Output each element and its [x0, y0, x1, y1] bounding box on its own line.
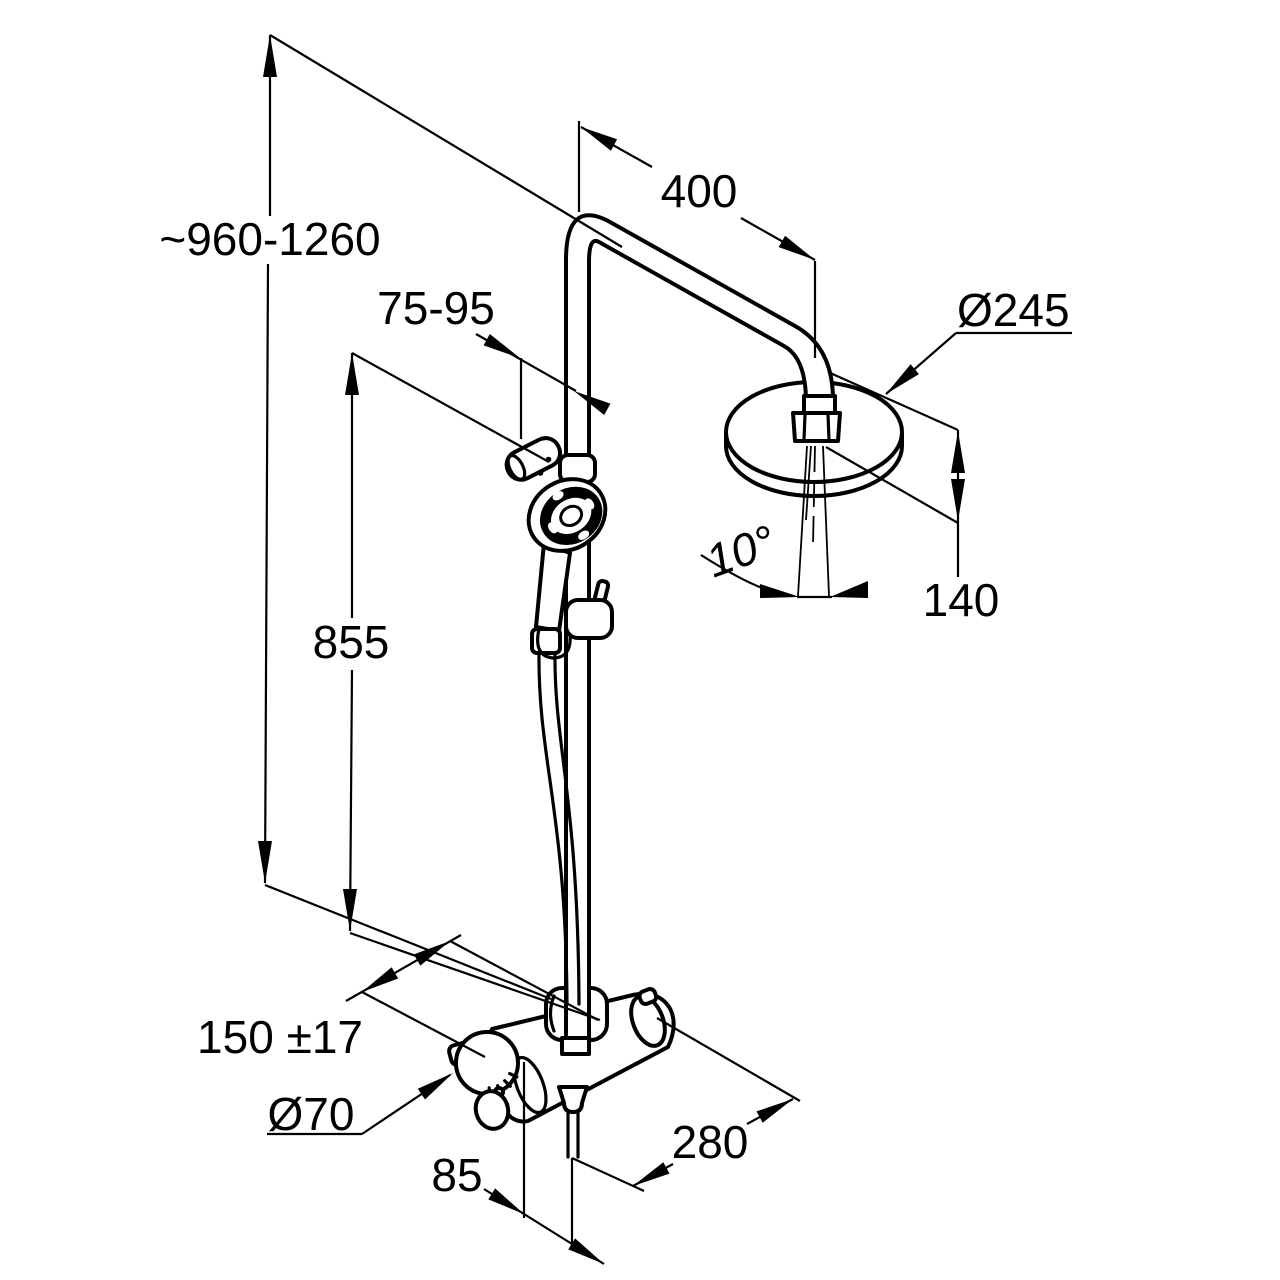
shower-hose	[537, 651, 581, 1006]
nozzle-dot	[584, 498, 595, 510]
mixer-holder-detail	[548, 994, 556, 1033]
dim-arm-projection-label: 400	[661, 165, 738, 217]
dim-outlet-offset-label: 85	[431, 1149, 482, 1201]
nut-collar	[802, 394, 837, 415]
wall-bracket-cap	[506, 453, 527, 482]
dimension-knob-diameter: Ø70	[267, 1073, 453, 1140]
dimension-arm-projection: 400	[577, 121, 817, 358]
dimension-rail-height: 855	[313, 352, 601, 1022]
nozzle-dot	[548, 522, 558, 534]
dim-total-height-label: ~960-1260	[159, 213, 380, 265]
mixer-front	[447, 987, 667, 1159]
slide-holder	[564, 579, 614, 640]
dimension-spray-angle: 10°	[699, 515, 868, 599]
dimension-head-diameter: Ø245	[885, 284, 1072, 395]
pipe-end-fitting	[560, 1036, 591, 1056]
spray-fan	[797, 445, 830, 597]
bracket-screw-dot	[537, 470, 544, 476]
hand-shower	[526, 477, 608, 660]
dim-connection-centers-label: 150 ±17	[197, 1011, 363, 1063]
nozzle-dot	[552, 491, 564, 501]
union-nut	[791, 411, 842, 443]
arm-union-nut	[791, 394, 842, 443]
wall-bracket	[504, 436, 597, 484]
spray-face-center	[559, 504, 584, 528]
holder-cradle	[536, 627, 572, 660]
mixer-cap-button	[637, 987, 659, 1007]
dimension-head-drop: 140	[825, 370, 1000, 626]
dim-wall-distance-label: 75-95	[377, 282, 495, 334]
nut-facet-line	[802, 412, 807, 442]
dim-spray-angle-label: 10°	[699, 515, 782, 588]
dimension-wall-distance: 75-95	[377, 282, 611, 439]
dimension-total-height: ~960-1260	[159, 34, 623, 1001]
knob-front-face	[473, 1089, 511, 1131]
dim-head-diameter-label: Ø245	[957, 284, 1070, 336]
nozzle-dot	[578, 530, 590, 540]
dim-head-drop-label: 140	[923, 574, 1000, 626]
hose-outlet-cone	[557, 1085, 589, 1114]
dim-knob-diameter-label: Ø70	[268, 1088, 355, 1140]
holder-clamp	[564, 598, 614, 640]
dimension-connection-centers: 150 ±17	[197, 934, 599, 1063]
dimension-outlet-offset: 85	[431, 1062, 605, 1265]
dim-mixer-reach-label: 280	[672, 1116, 749, 1168]
dim-rail-height-label: 855	[313, 616, 390, 668]
nut-facet-line	[826, 412, 831, 442]
dimension-mixer-reach: 280	[571, 1017, 801, 1192]
